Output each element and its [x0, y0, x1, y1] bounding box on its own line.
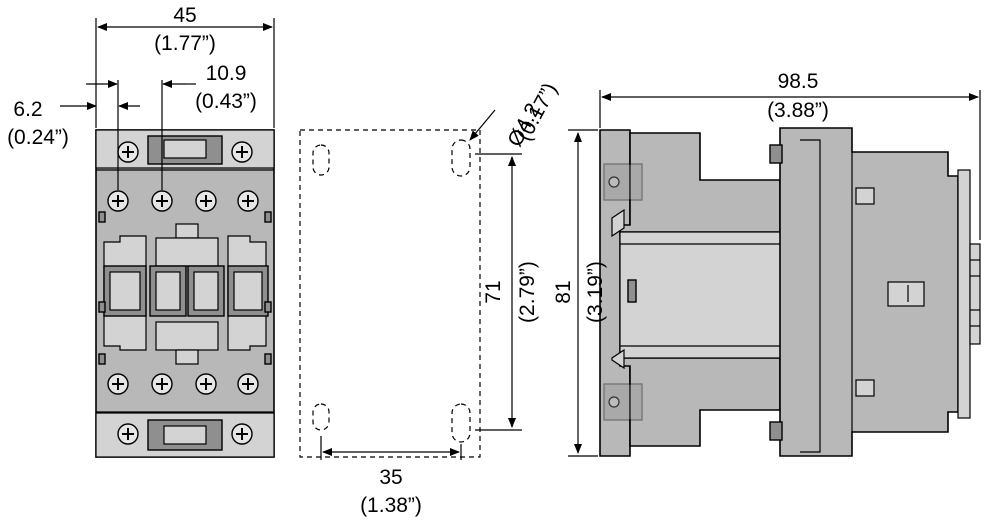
drilling-template: [299, 129, 481, 458]
front-width-mm: 45: [173, 4, 196, 27]
terminal-screw-icon: [107, 373, 129, 395]
side-height-dimension: 81 (3.19”): [552, 129, 607, 457]
side-end-cap: [957, 169, 971, 419]
side-depth-mm: 98.5: [778, 70, 819, 93]
offset-small-inch: (0.24”): [7, 126, 69, 149]
side-view: [599, 127, 981, 457]
terminal-screw-icon: [195, 190, 217, 212]
terminal-screw-icon: [117, 423, 139, 445]
offset-dimensions: 6.2 (0.24”) 10.9 (0.43”): [7, 62, 257, 190]
side-coil-housing: [779, 127, 959, 457]
terminal-screw-icon: [195, 373, 217, 395]
side-lower-block: [619, 357, 781, 447]
side-height-inch: (3.19”): [584, 261, 607, 323]
mounting-hole-top-left: [312, 144, 330, 176]
terminal-screw-icon: [107, 190, 129, 212]
mounting-hole-top-right: [451, 139, 471, 177]
template-outline: [299, 129, 481, 458]
hole-vertical-pitch-mm: 71: [482, 280, 505, 303]
side-upper-block: [619, 132, 781, 233]
side-coil-label-window: [887, 281, 925, 307]
terminal-screw-icon: [117, 141, 139, 163]
hole-diameter-dimension: Ø4.2 (0.17”): [469, 79, 562, 150]
front-width-inch: (1.77”): [154, 32, 216, 55]
hole-horizontal-pitch-mm: 35: [379, 466, 402, 489]
mounting-hole-bottom-right: [451, 403, 471, 443]
terminal-screw-icon: [151, 190, 173, 212]
side-height-mm: 81: [552, 280, 575, 303]
front-actuator-bottom: [155, 321, 219, 351]
terminal-screw-icon: [151, 373, 173, 395]
side-depth-dimension: 98.5 (3.88”): [599, 70, 981, 240]
terminal-screw-icon: [237, 373, 259, 395]
front-actuator-top: [155, 237, 219, 267]
front-view: [95, 129, 275, 458]
terminal-screw-icon: [237, 190, 259, 212]
hole-vertical-pitch-dimension: 71 (2.79”): [475, 153, 539, 431]
side-depth-inch: (3.88”): [767, 99, 829, 122]
front-width-dimension: 45 (1.77”): [95, 4, 275, 128]
terminal-screw-icon: [231, 423, 253, 445]
hole-vertical-pitch-inch: (2.79”): [516, 261, 539, 323]
offset-large-mm: 10.9: [206, 62, 247, 85]
mounting-hole-bottom-left: [312, 403, 330, 431]
offset-small-mm: 6.2: [13, 98, 42, 121]
terminal-screw-icon: [231, 141, 253, 163]
hole-horizontal-pitch-inch: (1.38”): [360, 494, 422, 517]
hole-horizontal-pitch-dimension: 35 (1.38”): [320, 436, 462, 517]
offset-large-inch: (0.43”): [195, 90, 257, 113]
